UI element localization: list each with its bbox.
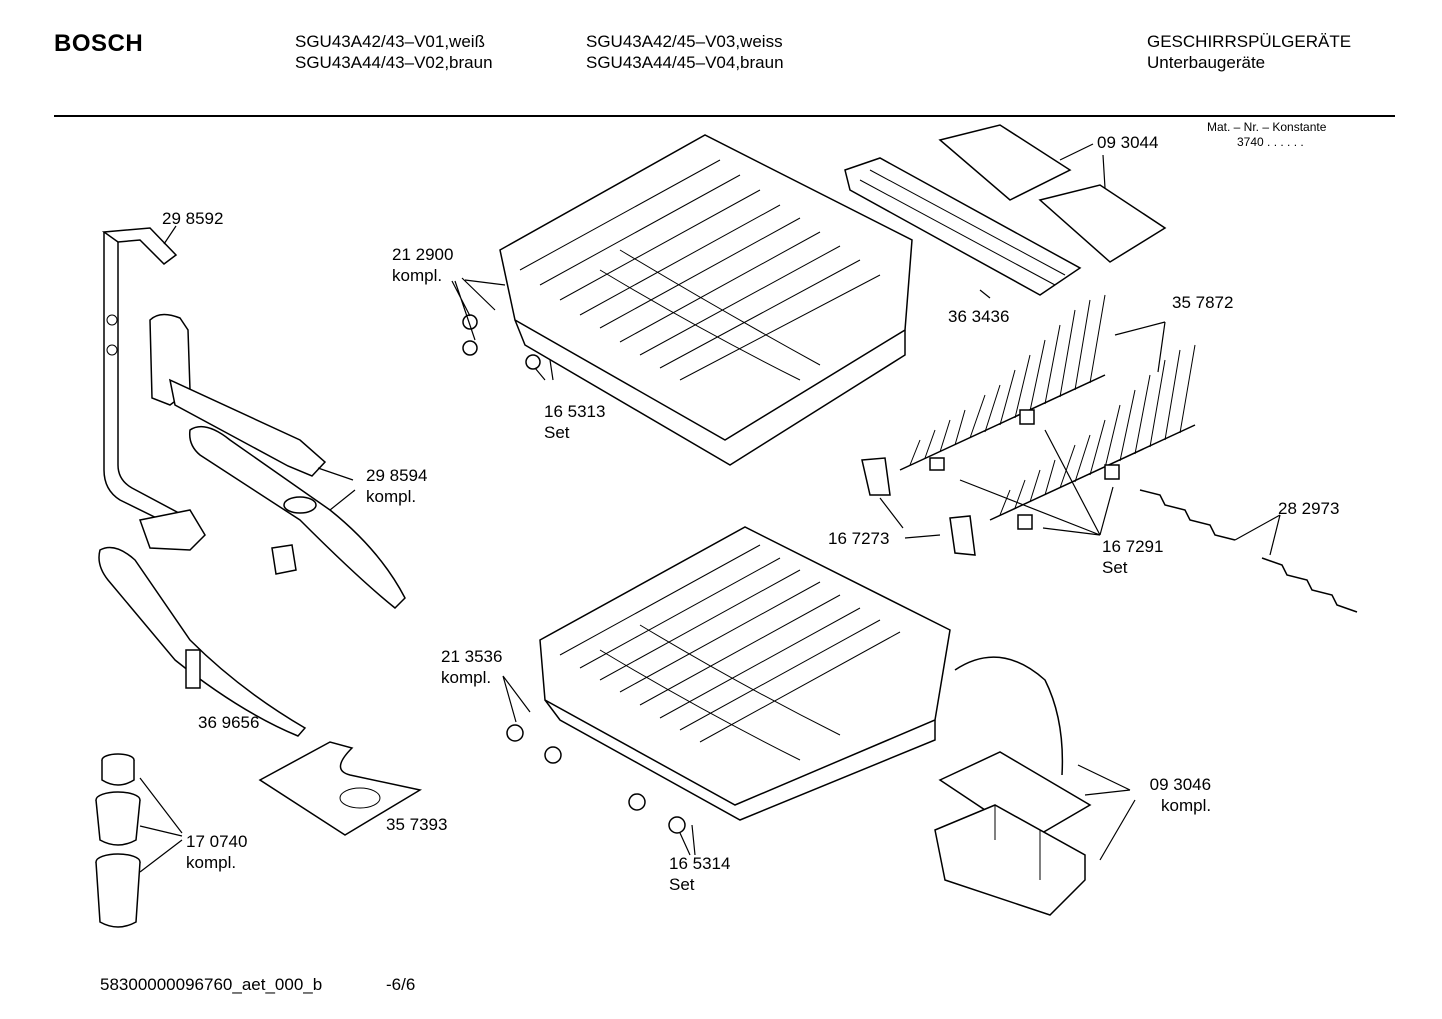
model-line: SGU43A44/43–V02,braun [295, 53, 493, 72]
part-label-170740: 17 0740 kompl. [186, 831, 247, 873]
part-label-298592: 29 8592 [162, 209, 224, 228]
document-id: 58300000096760_aet_000_b [100, 975, 323, 994]
material-number: Mat. – Nr. – Konstante 3740 . . . . . . [1207, 120, 1326, 150]
part-label-165313: 16 5313 Set [544, 401, 605, 443]
part-number: 29 8594 [366, 466, 428, 485]
part-number: 21 2900 [392, 245, 454, 264]
material-code: 3740 [1237, 135, 1264, 149]
part-label-167273: 16 7273 [828, 529, 890, 548]
category-subtitle: Unterbaugeräte [1147, 53, 1266, 72]
lower-spray-arm-drawing [98, 546, 307, 737]
part-number: 16 7291 [1102, 537, 1164, 556]
part-note: kompl. [392, 266, 443, 285]
cup-shelf-drawing [1139, 489, 1358, 613]
cutlery-basket-drawing [934, 656, 1092, 916]
upper-spray-arm-drawing [188, 425, 406, 610]
upper-basket-drawing [462, 134, 913, 466]
part-label-357393: 35 7393 [386, 815, 448, 834]
brand-logo: BOSCH [54, 30, 144, 57]
part-number: 16 5313 [544, 402, 606, 421]
part-note: kompl. [1161, 796, 1212, 815]
part-label-369656: 36 9656 [198, 713, 260, 732]
supply-pipe-drawing [101, 227, 193, 533]
part-note: kompl. [441, 668, 492, 687]
part-label-357872: 35 7872 [1172, 293, 1234, 312]
lower-basket-drawing [506, 526, 951, 834]
part-note: Set [544, 423, 570, 442]
part-number: 09 3046 [1149, 775, 1212, 794]
part-note: kompl. [366, 487, 417, 506]
page-number: -6/6 [386, 975, 416, 994]
model-line: SGU43A42/43–V01,weiß [295, 32, 485, 51]
material-dots: . . . . . . [1267, 135, 1304, 149]
category-title: GESCHIRRSPÜLGERÄTE [1147, 32, 1352, 51]
part-note: Set [669, 875, 695, 894]
part-label-298594: 29 8594 kompl. [366, 465, 427, 507]
fold-down-racks-drawing [861, 294, 1196, 556]
part-label-165314: 16 5314 Set [669, 853, 730, 895]
spray-arm-holder-drawing [139, 313, 327, 551]
filter-plate-drawing [258, 741, 423, 836]
part-label-213536: 21 3536 kompl. [441, 646, 502, 688]
part-number: 21 3536 [441, 647, 503, 666]
material-label: Mat. – Nr. – Konstante [1207, 120, 1327, 134]
leader-lines [139, 143, 1281, 873]
part-label-282973: 28 2973 [1278, 499, 1340, 518]
product-category: GESCHIRRSPÜLGERÄTE Unterbaugeräte [1147, 31, 1351, 73]
part-label-167291: 16 7291 Set [1102, 536, 1163, 578]
part-label-093046: 09 3046 kompl. [1136, 774, 1211, 816]
cutlery-tray-drawing [844, 124, 1167, 296]
header-divider [54, 115, 1395, 117]
part-number: 16 5314 [669, 854, 731, 873]
filter-set-drawing [95, 753, 141, 928]
model-list-2: SGU43A42/45–V03,weiss SGU43A44/45–V04,br… [586, 31, 784, 73]
part-label-212900: 21 2900 kompl. [392, 244, 453, 286]
part-note: kompl. [186, 853, 237, 872]
model-list-1: SGU43A42/43–V01,weiß SGU43A44/43–V02,bra… [295, 31, 493, 73]
part-note: Set [1102, 558, 1128, 577]
model-line: SGU43A42/45–V03,weiss [586, 32, 783, 51]
material-value: 3740 . . . . . . [1207, 135, 1326, 150]
part-number: 17 0740 [186, 832, 248, 851]
part-label-363436: 36 3436 [948, 307, 1010, 326]
model-line: SGU43A44/45–V04,braun [586, 53, 784, 72]
part-label-093044: 09 3044 [1097, 133, 1159, 152]
